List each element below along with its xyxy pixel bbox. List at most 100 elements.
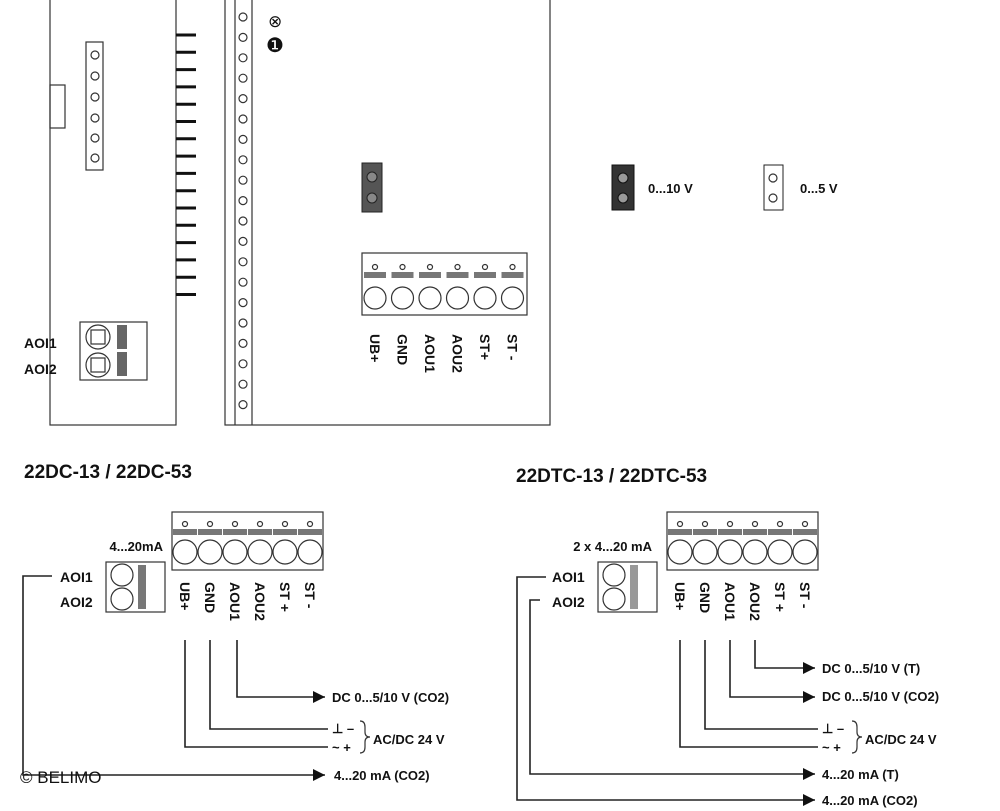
terminal-lever: [693, 529, 717, 535]
terminal-dot: [481, 263, 489, 271]
terminal-screw: [197, 539, 223, 565]
terminal-label: AOU2: [252, 582, 268, 621]
variant-22dc: 22DC-13 / 22DC-53 UB+ GND AOU1 AOU2 ST + ST -…: [22, 462, 449, 783]
aoi2-label: AOI2: [552, 594, 585, 610]
terminal-dot: [801, 520, 809, 528]
terminal-label: ST+: [477, 334, 493, 360]
module-caption: 4...20mA: [110, 539, 164, 554]
output-aoi1: 4...20 mA (CO2): [822, 793, 918, 808]
aoi-terminal-block: [79, 321, 148, 381]
strip-pin: [238, 53, 248, 63]
strip-pin: [238, 257, 248, 267]
terminal-dot: [751, 520, 759, 528]
strip-pin: [238, 73, 248, 83]
terminal-screw: [792, 539, 818, 565]
terminal-dot: [181, 520, 189, 528]
header-pin: [90, 153, 100, 163]
wire-aou1: [236, 640, 325, 703]
output-aou1: DC 0...5/10 V (CO2): [822, 689, 939, 704]
terminal-lever: [446, 272, 469, 278]
terminal-label: GND: [202, 582, 218, 613]
terminal-lever: [198, 529, 222, 535]
terminal-screw: [717, 539, 743, 565]
terminal-label: AOU1: [227, 582, 243, 621]
marker-1-icon: ❶: [266, 35, 284, 57]
connector-strip: [238, 12, 248, 410]
terminal-screw: [445, 286, 470, 310]
terminal-lever: [474, 272, 496, 278]
terminal-screw: [222, 539, 248, 565]
terminal-lever: [419, 272, 441, 278]
strip-pin: [238, 298, 248, 308]
wire-aoi1: [22, 575, 325, 781]
output-terminal-block: [361, 252, 528, 316]
terminal-lever: [248, 529, 272, 535]
terminal-label: GND: [395, 334, 411, 365]
terminal-dot: [726, 520, 734, 528]
terminal-screw: [692, 539, 718, 565]
terminal-screw: [418, 286, 442, 310]
terminal-lever: [273, 529, 297, 535]
jumper-closed-label: 0...10 V: [648, 181, 693, 196]
terminal-label: ST +: [772, 582, 788, 612]
voltage-jumper: [361, 162, 383, 213]
terminal-label: ST +: [277, 582, 293, 612]
terminal-lever: [173, 529, 197, 535]
terminal-dot: [776, 520, 784, 528]
terminal-dot: [399, 263, 406, 271]
terminal-label: ST -: [302, 582, 318, 609]
terminal-dot: [306, 520, 314, 528]
terminal-screw: [172, 539, 198, 565]
output-aoi2: 4...20 mA (T): [822, 767, 899, 782]
terminal-label: AOU2: [747, 582, 763, 621]
strip-pin: [238, 175, 248, 185]
terminal-dot: [231, 520, 239, 528]
wire-aou2: [754, 640, 815, 674]
wire-aou1: [729, 640, 815, 703]
aoi-terminal-block: [597, 561, 658, 613]
wire-aoi1: [516, 576, 815, 806]
strip-pin: [238, 155, 248, 165]
strip-pin: [238, 32, 248, 43]
aoi1-label: AOI1: [24, 335, 57, 351]
strip-pin: [238, 134, 248, 144]
terminal-label: UB+: [367, 334, 383, 362]
strip-pin: [238, 12, 248, 22]
terminal-lever: [364, 272, 386, 278]
terminal-dot: [701, 520, 709, 528]
terminal-label: ST -: [505, 334, 521, 361]
strip-pin: [238, 277, 248, 287]
ub-symbol: ~ +: [822, 740, 841, 755]
terminal-label: AOU1: [422, 334, 438, 373]
terminal-screw: [272, 539, 298, 565]
terminal-label: UB+: [177, 582, 193, 610]
header-pin: [90, 92, 100, 102]
supply-label: AC/DC 24 V: [373, 732, 445, 747]
pin-header: [85, 41, 104, 171]
lamp-icon: ⊗: [268, 12, 282, 31]
terminal-lever: [223, 529, 247, 535]
terminal-screw: [767, 539, 793, 565]
supply-label: AC/DC 24 V: [865, 732, 937, 747]
header-pin: [90, 133, 100, 143]
variant-title: 22DC-13 / 22DC-53: [24, 462, 192, 483]
variant-title: 22DTC-13 / 22DTC-53: [516, 466, 707, 487]
brace: [851, 720, 863, 754]
strip-pin: [238, 216, 248, 226]
terminal-label: UB+: [672, 582, 688, 610]
wire-ub: [184, 640, 328, 748]
header-pin: [90, 50, 100, 60]
strip-pin: [238, 236, 248, 246]
aoi2-label: AOI2: [24, 361, 57, 377]
terminal-label: AOU1: [722, 582, 738, 621]
strip-pin: [238, 93, 248, 104]
main-board: ⊗ ❶ UB+ GND AOU1 AOU2 ST+ ST -: [224, 0, 551, 426]
jumper-open-label: 0...5 V: [800, 181, 838, 196]
jumper-legend: 0...10 V 0...5 V: [611, 164, 838, 211]
terminal-label: AOU2: [450, 334, 466, 373]
header-pin: [90, 71, 100, 81]
wire-gnd: [704, 640, 818, 730]
strip-pin: [238, 379, 248, 389]
